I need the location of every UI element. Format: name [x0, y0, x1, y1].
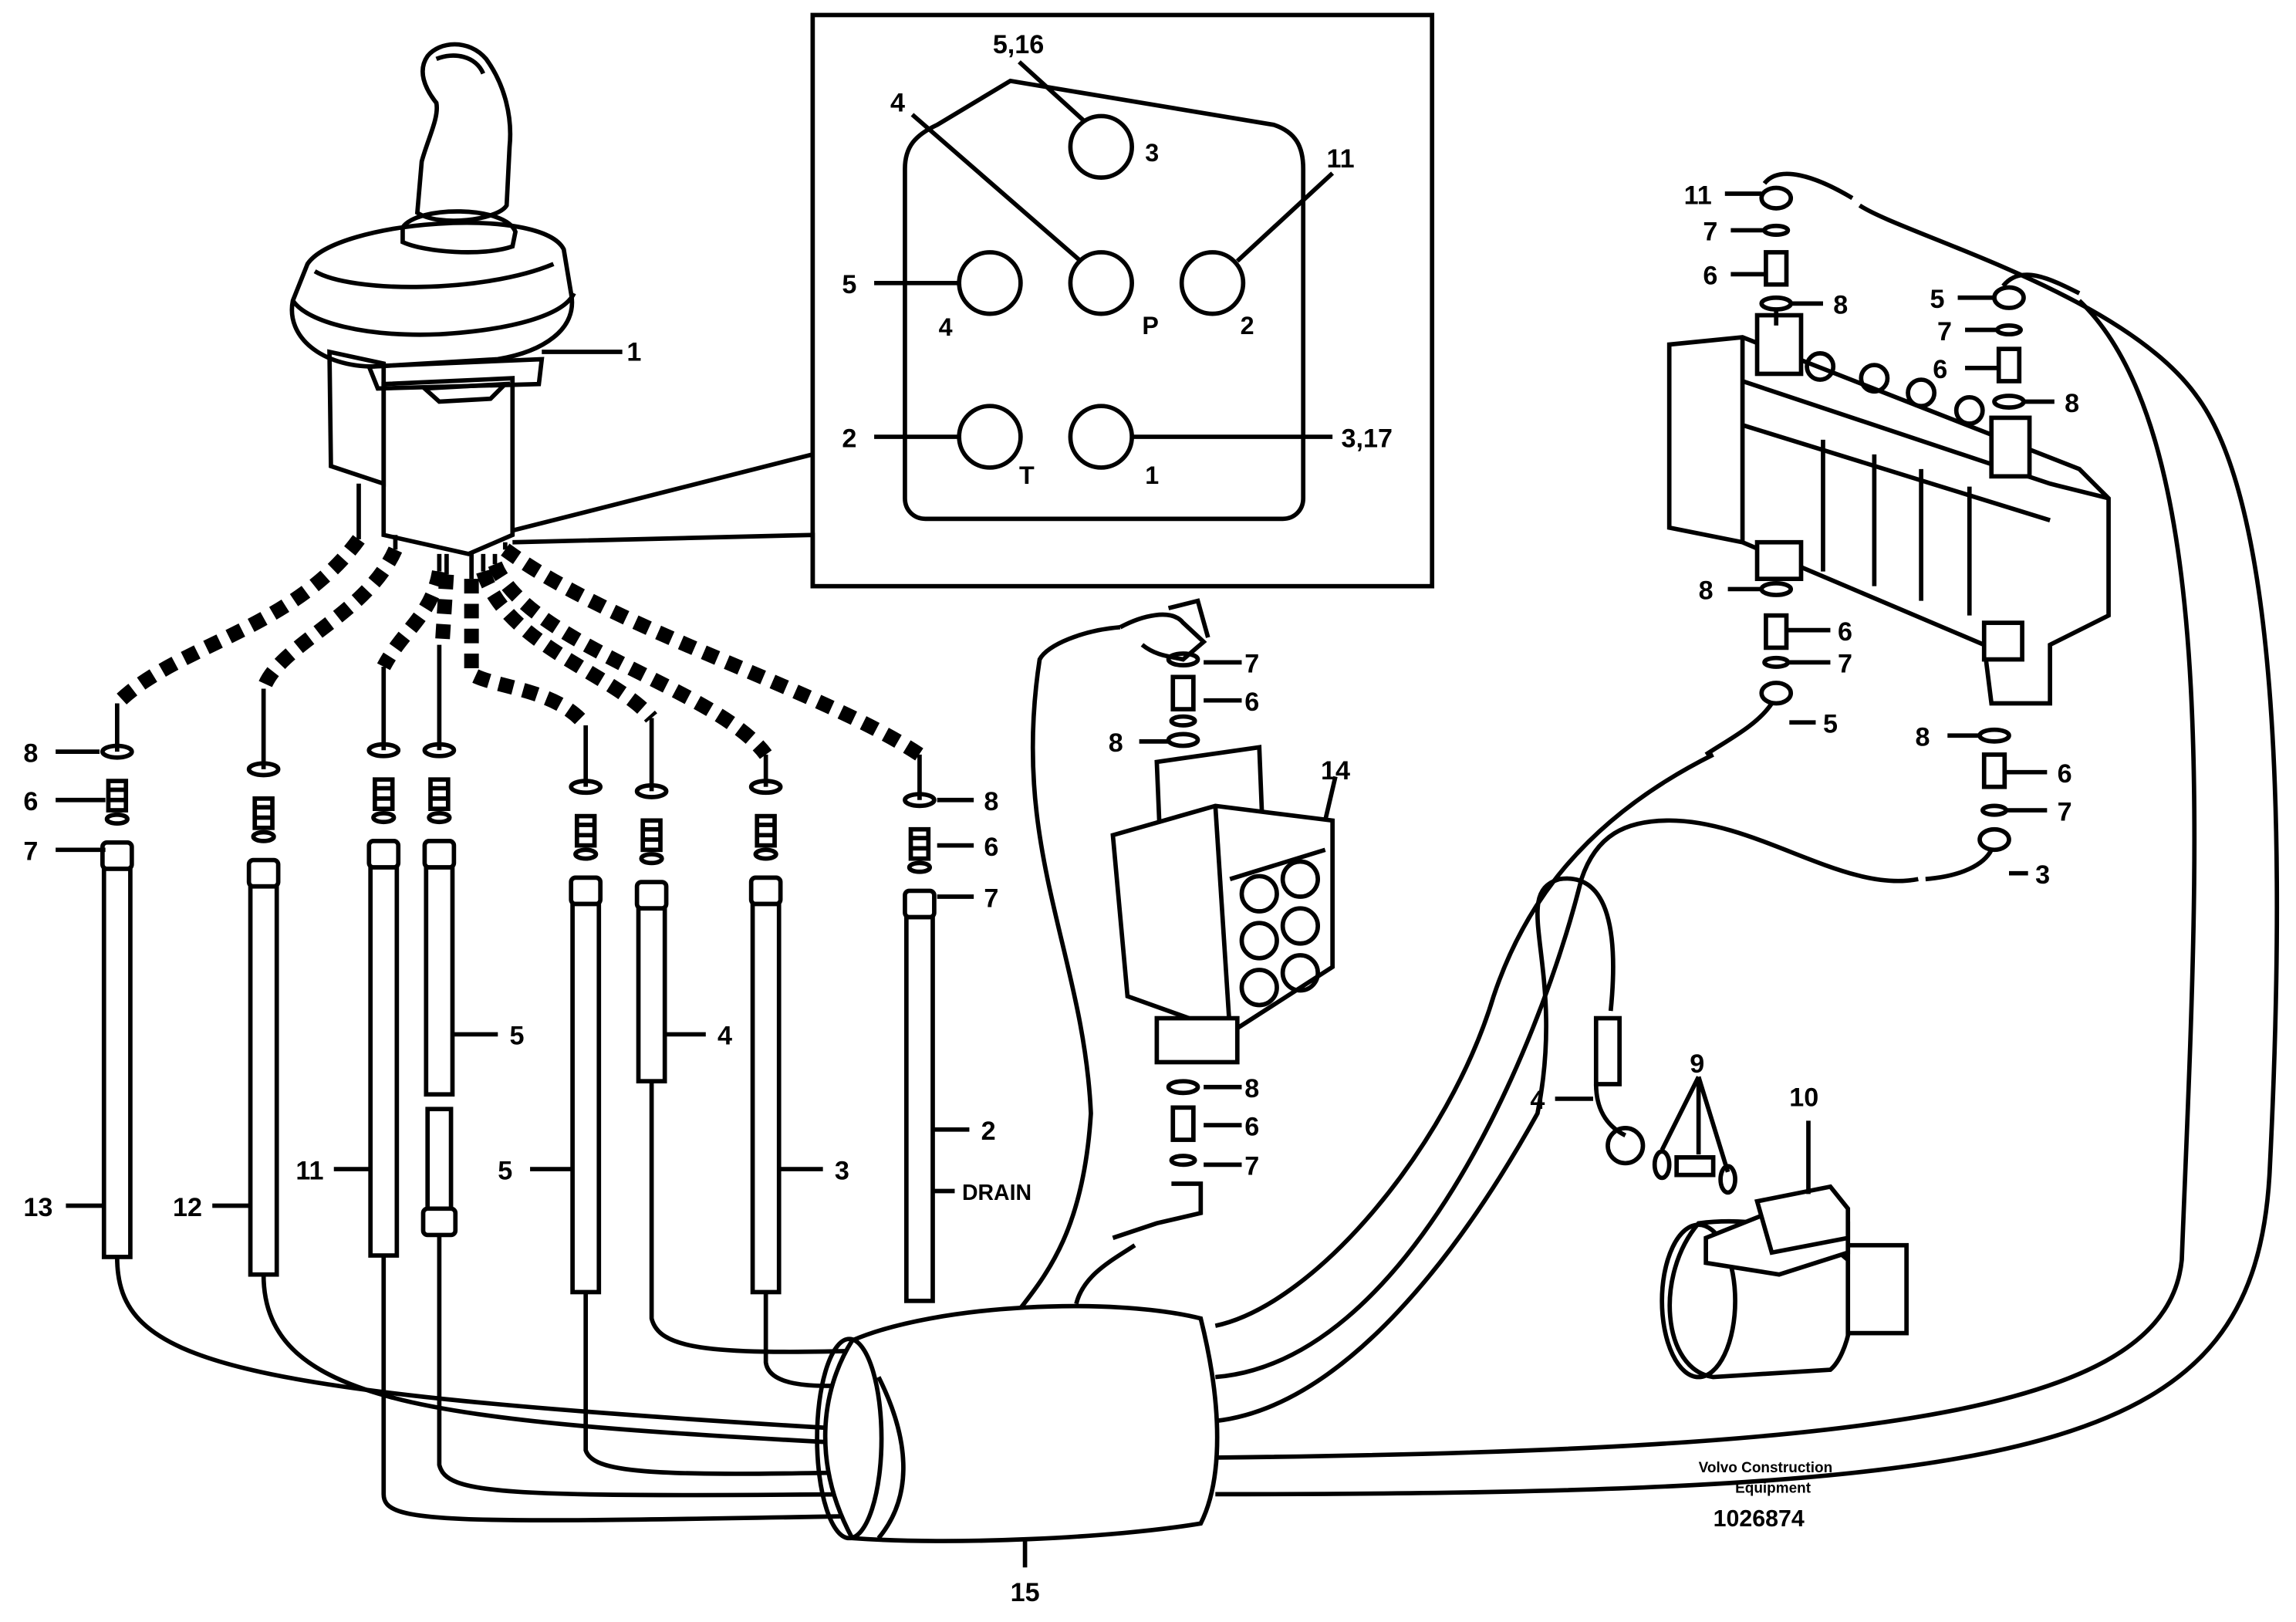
port-label-3: 3: [1145, 139, 1159, 167]
labels: 5,16 4 11 5 2 3,17 3 4 P 2 T 1 1 8 6 7 8…: [23, 30, 2079, 1607]
callout-15: 15: [1011, 1578, 1040, 1607]
inset-callout-left-mid: 5: [842, 270, 856, 299]
solenoid-assembly: [1555, 1015, 1909, 1380]
callout-sol-4: 4: [1530, 1086, 1545, 1115]
callout-cv-8a: 8: [1833, 291, 1848, 320]
inset-callout-right-low: 3,17: [1342, 424, 1393, 453]
callout-cv-6d: 6: [2058, 759, 2072, 789]
callout-left-8: 8: [23, 738, 38, 768]
figure-id: 1026874: [1714, 1506, 1805, 1532]
callout-cv-6c: 6: [1838, 617, 1852, 647]
callout-cv-5: 5: [1930, 285, 1945, 314]
callout-left-6: 6: [23, 787, 38, 816]
callout-sol-9: 9: [1690, 1049, 1704, 1079]
port-label-4: 4: [939, 313, 953, 341]
inset-callout-upper-left: 4: [890, 89, 905, 118]
brand-line-2: Equipment: [1735, 1481, 1811, 1497]
callout-cv-3: 3: [2035, 860, 2050, 890]
protective-sleeve: [815, 1303, 1220, 1568]
callout-5-mid: 5: [498, 1156, 512, 1185]
callout-cv-7b: 7: [1937, 317, 1952, 346]
port-label-t: T: [1019, 461, 1035, 489]
inset-callout-left-low: 2: [842, 424, 856, 453]
callout-cv-7c: 7: [1838, 650, 1852, 679]
port-label-1: 1: [1145, 461, 1159, 489]
callout-14: 14: [1321, 756, 1350, 786]
callout-cv-5b: 5: [1823, 709, 1838, 738]
callout-cv-8d: 8: [1916, 723, 1930, 752]
callout-cv-8c: 8: [1699, 576, 1714, 606]
callout-right-8: 8: [984, 787, 998, 816]
callout-v14-top-6: 6: [1244, 688, 1259, 717]
callout-11: 11: [295, 1156, 323, 1185]
callout-v14-top-7: 7: [1244, 650, 1259, 679]
callout-right-7: 7: [984, 884, 998, 913]
callout-4: 4: [718, 1022, 732, 1051]
callout-sol-10: 10: [1789, 1083, 1818, 1112]
callout-v14-top-8: 8: [1109, 728, 1123, 758]
callout-v14-bot-6: 6: [1244, 1112, 1259, 1141]
callout-2: 2: [981, 1117, 996, 1146]
callout-3: 3: [835, 1156, 849, 1185]
control-valve-14: [1110, 598, 1338, 1240]
port-inset: [512, 12, 1435, 589]
callout-left-7: 7: [23, 837, 38, 867]
callout-cv-8b: 8: [2065, 389, 2079, 418]
callout-5-left: 5: [509, 1022, 524, 1051]
callout-right-6: 6: [984, 833, 998, 862]
inset-callout-upper-right: 11: [1327, 144, 1355, 174]
callout-12: 12: [173, 1193, 202, 1222]
port-label-p: P: [1142, 312, 1159, 340]
callout-v14-bot-8: 8: [1244, 1074, 1259, 1103]
routed-hoses: [114, 203, 2280, 1522]
callout-cv-11: 11: [1684, 181, 1712, 210]
port-label-2: 2: [1241, 312, 1254, 340]
pilot-lines: [112, 483, 924, 761]
joystick-assembly: [289, 42, 623, 556]
main-control-valve: [1666, 171, 2111, 882]
brand-line-1: Volvo Construction: [1699, 1460, 1833, 1476]
callout-cv-7a: 7: [1703, 218, 1717, 247]
callout-13: 13: [23, 1193, 52, 1222]
hose-assemblies: [56, 644, 974, 1303]
callout-v14-bot-7: 7: [1244, 1152, 1259, 1181]
callout-cv-6b: 6: [1933, 355, 1947, 384]
callout-1: 1: [626, 337, 641, 367]
callout-cv-7d: 7: [2058, 797, 2072, 826]
drain-label: DRAIN: [962, 1181, 1032, 1205]
inset-callout-top: 5,16: [993, 30, 1044, 59]
callout-cv-6a: 6: [1703, 262, 1717, 291]
